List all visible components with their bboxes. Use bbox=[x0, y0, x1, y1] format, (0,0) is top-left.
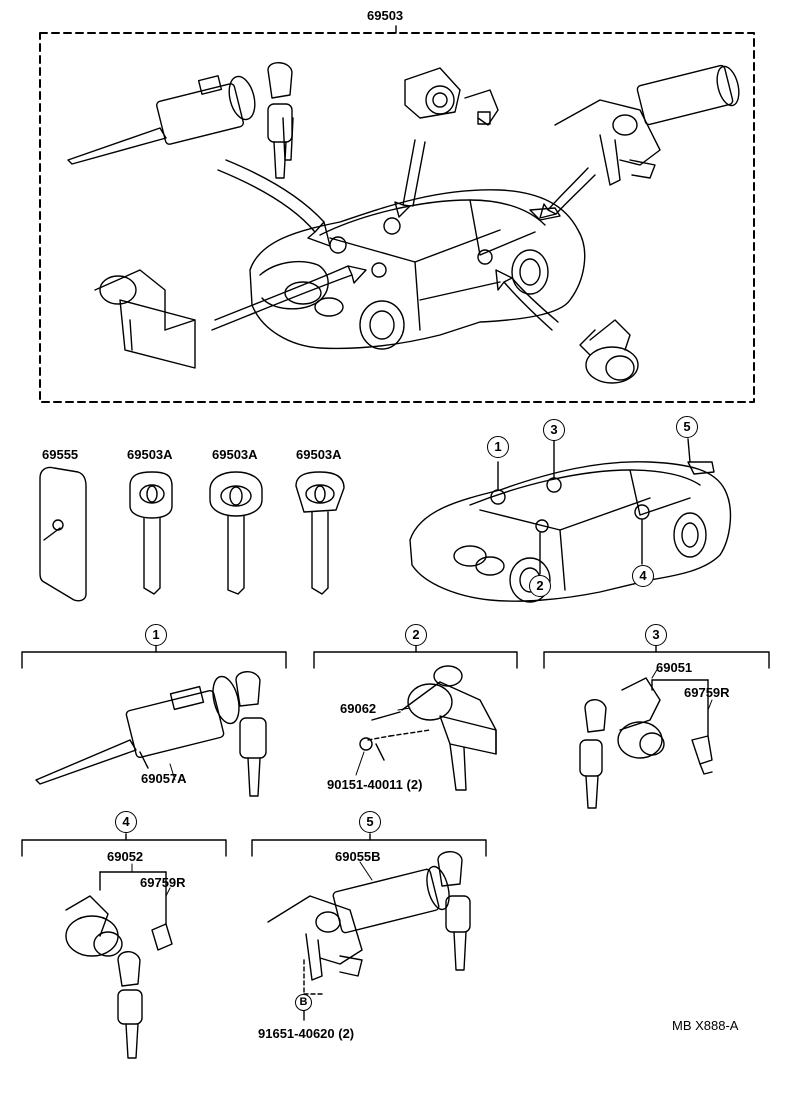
callout-5: 5 bbox=[676, 416, 698, 438]
ignition-lock-drawing bbox=[67, 62, 294, 179]
index-car-drawing bbox=[409, 438, 732, 603]
leader-lines bbox=[131, 667, 713, 897]
label-69057a: 69057A bbox=[141, 771, 187, 786]
top-glovebox-lock-drawing bbox=[404, 67, 499, 126]
section-2-marker: 2 bbox=[405, 624, 427, 646]
label-69503a-1: 69503A bbox=[127, 447, 173, 462]
callout-4: 4 bbox=[632, 565, 654, 587]
label-69055b: 69055B bbox=[335, 849, 381, 864]
label-69759r: 69759R bbox=[684, 685, 730, 700]
top-left-bracket-lock-drawing bbox=[94, 269, 196, 369]
key-3-drawing bbox=[295, 471, 345, 595]
assembly-box bbox=[39, 25, 755, 403]
figure-code: MB X888-A bbox=[672, 1018, 739, 1033]
section-5-marker: 5 bbox=[359, 811, 381, 833]
section-3-marker: 3 bbox=[645, 624, 667, 646]
key-1-drawing bbox=[129, 471, 173, 595]
section2-glove-lock-drawing bbox=[359, 665, 497, 791]
key-2-drawing bbox=[209, 471, 263, 595]
section3-door-lock-drawing bbox=[579, 677, 713, 809]
section-4-marker: 4 bbox=[115, 811, 137, 833]
callout-2: 2 bbox=[529, 575, 551, 597]
label-91651-40620: 91651-40620 (2) bbox=[258, 1026, 355, 1041]
bolt-marker-b: B bbox=[295, 994, 312, 1011]
section5-trunk-lock-drawing bbox=[267, 851, 471, 1021]
top-door-lock-drawing bbox=[579, 319, 639, 384]
label-69503a-2: 69503A bbox=[212, 447, 258, 462]
callout-3: 3 bbox=[543, 419, 565, 441]
label-69555: 69555 bbox=[42, 447, 79, 462]
label-69503: 69503 bbox=[367, 8, 404, 23]
section-1-marker: 1 bbox=[145, 624, 167, 646]
label-69759r-left: 69759R bbox=[140, 875, 186, 890]
section4-door-lock-drawing bbox=[65, 871, 173, 1059]
label-69503a-3: 69503A bbox=[296, 447, 342, 462]
label-69062: 69062 bbox=[340, 701, 377, 716]
label-69052: 69052 bbox=[107, 849, 144, 864]
top-car-drawing bbox=[249, 189, 586, 350]
section-brackets bbox=[21, 645, 770, 857]
key-card-drawing bbox=[39, 466, 87, 602]
callout-1: 1 bbox=[487, 436, 509, 458]
pointer-arrows bbox=[211, 139, 596, 331]
label-69051: 69051 bbox=[656, 660, 693, 675]
top-trunk-lock-drawing bbox=[554, 64, 740, 186]
label-90151-40011: 90151-40011 (2) bbox=[327, 777, 423, 792]
section1-ignition-drawing bbox=[35, 671, 267, 797]
